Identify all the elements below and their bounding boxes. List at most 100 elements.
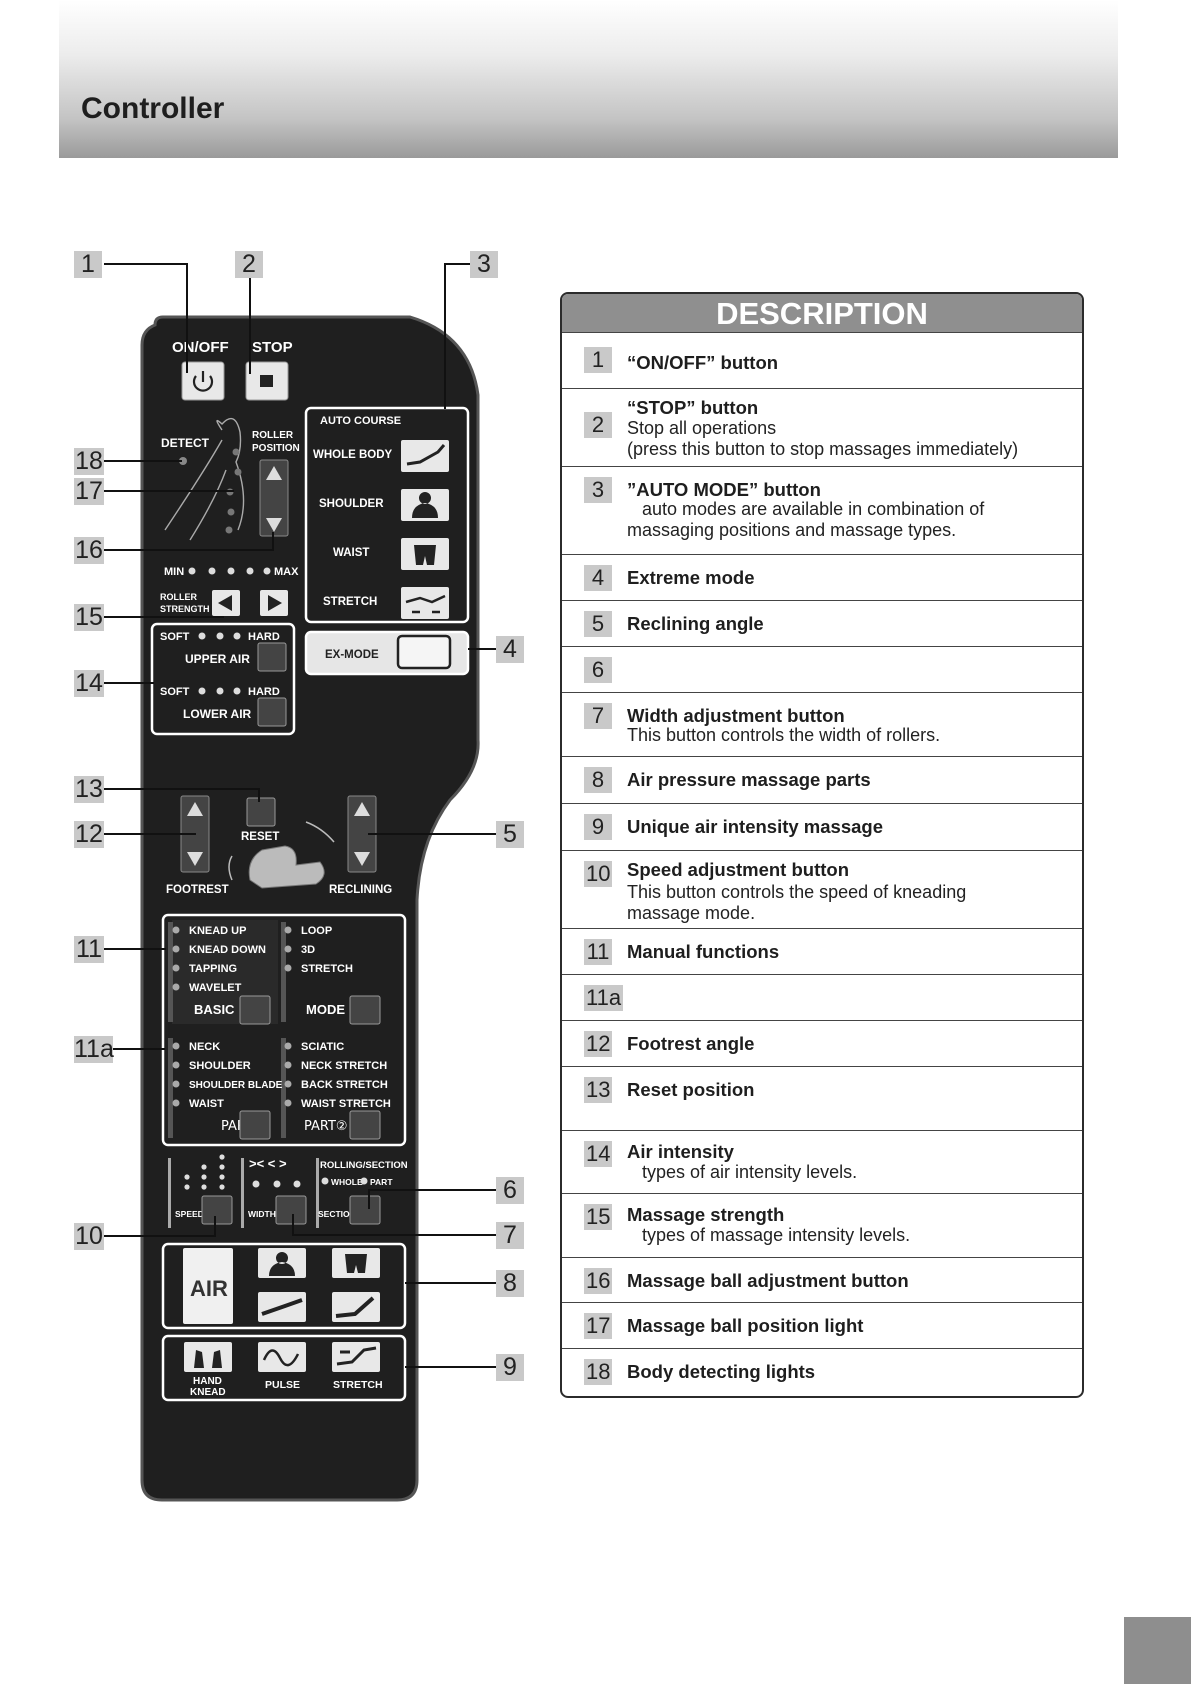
row-number: 3	[584, 477, 612, 503]
description-row: 13 Reset position	[562, 1066, 1082, 1130]
callout-wire-13	[258, 788, 260, 802]
reset-button	[246, 797, 276, 827]
strength-dots	[188, 567, 271, 575]
hand-knead-button	[184, 1342, 232, 1372]
callout-wire-5	[368, 833, 498, 835]
callout-wire-15	[104, 616, 224, 618]
callout-wire-8	[405, 1282, 498, 1284]
row-number: 9	[584, 814, 612, 840]
row-number: 2	[584, 412, 612, 438]
callout-wire-7	[292, 1234, 498, 1236]
speed-label: SPEED	[175, 1209, 204, 1219]
left-arrow-icon	[218, 595, 232, 611]
mode-item-loop: LOOP	[301, 925, 332, 937]
row-number: 18	[584, 1359, 613, 1385]
callout-wire-10	[104, 1235, 216, 1237]
footrest-down-arrow-icon	[187, 852, 203, 866]
leg-icon	[335, 1296, 375, 1318]
row-title: Extreme mode	[627, 567, 755, 588]
air-parts-panel	[161, 1242, 407, 1330]
lower-air-button	[257, 697, 287, 727]
row-number: 15	[584, 1204, 613, 1230]
basic-button	[239, 995, 271, 1025]
row-number: 7	[584, 703, 612, 729]
lower-hard-label: HARD	[248, 686, 280, 698]
width-dots	[252, 1180, 301, 1188]
detect-label: DETECT	[161, 436, 210, 450]
roller-position-label-2: POSITION	[252, 443, 300, 454]
row-number: 17	[584, 1313, 613, 1339]
hand-knead-label-1: HAND	[193, 1376, 222, 1387]
pulse-button	[258, 1342, 306, 1372]
row-title: Air intensity	[627, 1141, 734, 1162]
row-number: 10	[584, 861, 613, 887]
page-corner-tab	[1124, 1617, 1191, 1684]
chair-icon	[248, 845, 325, 889]
part2-item-neck-stretch: NECK STRETCH	[301, 1060, 387, 1072]
detect-light	[179, 457, 187, 465]
callout-2: 2	[235, 251, 263, 278]
part1-button	[239, 1110, 271, 1140]
row-number: 13	[584, 1077, 613, 1103]
chair-motion-arrows-icon	[228, 821, 335, 881]
roller-up-arrow-icon	[266, 466, 282, 480]
remote-illustration: ON/OFF STOP DETECT ROLLER POSITION MIN M…	[140, 315, 480, 1502]
row-number: 16	[584, 1268, 613, 1294]
width-label: WIDTH	[248, 1209, 276, 1219]
page-header: Controller	[59, 0, 1118, 158]
callout-wire-11a	[113, 1048, 165, 1050]
row-number: 1	[584, 347, 612, 373]
upper-hard-label: HARD	[248, 631, 280, 643]
callout-wire-6	[368, 1189, 498, 1191]
row-title: Width adjustment button	[627, 705, 845, 726]
callout-8: 8	[496, 1270, 524, 1297]
roller-strength-label-1: ROLLER	[160, 592, 197, 602]
roller-position-label-1: ROLLER	[252, 430, 294, 441]
row-title: ”AUTO MODE” button	[627, 479, 821, 500]
row-text: This button controls the width of roller…	[627, 725, 941, 745]
part1-item-waist: WAIST	[189, 1098, 224, 1110]
description-row: 5 Reclining angle	[562, 600, 1082, 646]
mode-label: MODE	[306, 1002, 345, 1017]
basic-item-tapping: TAPPING	[189, 963, 237, 975]
whole-body-label: WHOLE BODY	[313, 449, 393, 461]
description-table: DESCRIPTION 1 “ON/OFF” button 2 “STOP” b…	[560, 292, 1084, 1398]
callout-1: 1	[74, 251, 102, 278]
description-row: 1 “ON/OFF” button	[562, 332, 1082, 388]
row-title: Unique air intensity massage	[627, 816, 884, 837]
description-row: 7 Width adjustment button This button co…	[562, 692, 1082, 756]
shoulder-label: SHOULDER	[319, 498, 384, 510]
part2-item-waist-stretch: WAIST STRETCH	[301, 1098, 391, 1110]
waist-label: WAIST	[333, 547, 369, 559]
lower-soft-label: SOFT	[160, 686, 190, 698]
row-number: 14	[584, 1141, 613, 1167]
description-row: 16 Massage ball adjustment button	[562, 1257, 1082, 1302]
callout-wire-13	[104, 788, 260, 790]
speed-button	[201, 1195, 233, 1225]
pulse-wave-icon	[262, 1349, 300, 1367]
reset-label: RESET	[241, 831, 279, 843]
description-row: 2 “STOP” button Stop all operations (pre…	[562, 388, 1082, 466]
row-text: types of massage intensity levels.	[627, 1225, 911, 1245]
part1-item-neck: NECK	[189, 1041, 220, 1053]
basic-item-wavelet: WAVELET	[189, 982, 242, 994]
stretch-button	[401, 587, 449, 619]
max-label: MAX	[274, 566, 299, 578]
part2-item-back-stretch: BACK STRETCH	[301, 1079, 388, 1091]
callout-wire-4	[468, 648, 498, 650]
section-label: SECTION	[318, 1209, 356, 1219]
callout-wire-18	[104, 460, 182, 462]
row-number: 12	[584, 1031, 613, 1057]
whole-label: WHOLE	[331, 1177, 363, 1187]
row-number: 4	[584, 565, 612, 591]
callout-14: 14	[74, 669, 104, 697]
description-row: 9 Unique air intensity massage	[562, 803, 1082, 850]
part-label: PART	[370, 1177, 393, 1187]
row-number: 6	[584, 657, 612, 683]
hands-icon	[194, 1350, 222, 1368]
mode-button	[349, 995, 381, 1025]
hand-knead-label-2: KNEAD	[190, 1387, 226, 1398]
basic-item-knead-down: KNEAD DOWN	[189, 944, 266, 956]
speed-dots	[184, 1154, 225, 1190]
air-button	[183, 1248, 233, 1324]
